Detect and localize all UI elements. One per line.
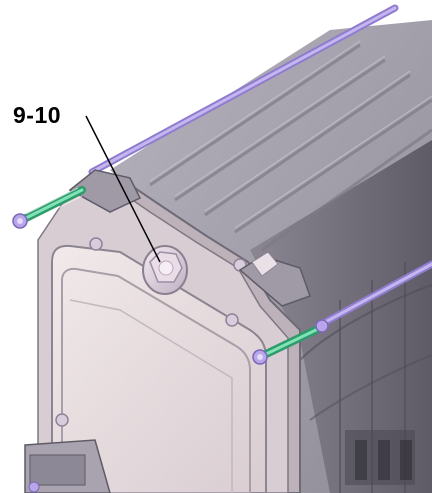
lower-tie-rod	[314, 260, 432, 330]
lower-left-component	[24, 439, 111, 493]
bracket-lugs	[68, 169, 311, 307]
upper-green-bolt	[12, 186, 86, 229]
callout-leader-line	[85, 115, 161, 263]
front-cover	[51, 237, 267, 493]
upper-tie-rod	[88, 4, 399, 176]
plug-boss	[142, 245, 188, 295]
callout-label: 9-10	[13, 102, 62, 128]
lower-green-bolt	[252, 319, 329, 365]
